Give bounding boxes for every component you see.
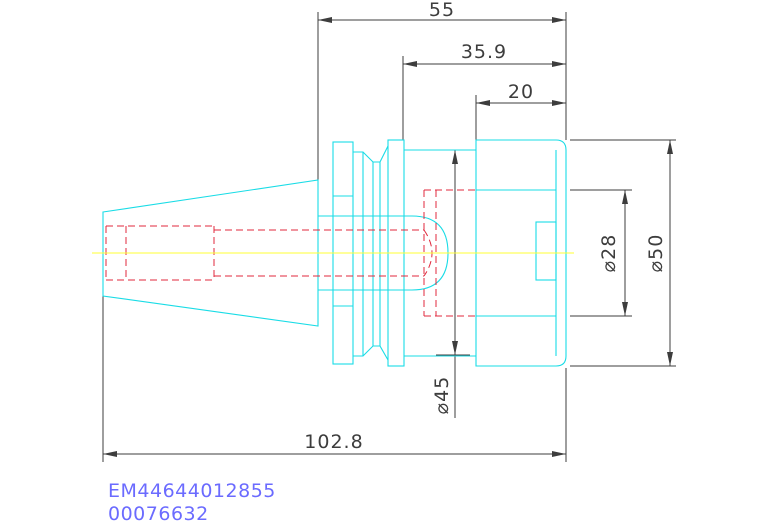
dimension-lines [102,12,676,462]
hidden-bore-lines [105,189,476,317]
dimension-55: 55 [429,0,455,21]
dimension-diameter-50: ⌀50 [645,234,667,273]
part-number: 00076632 [108,503,209,523]
dimension-diameter-28: ⌀28 [598,234,620,273]
dimension-35-9: 35.9 [461,41,507,63]
dimension-20: 20 [508,81,534,103]
part-code: EM44644012855 [108,480,276,502]
dimension-102-8: 102.8 [304,431,363,453]
dimension-diameter-45: ⌀45 [431,376,453,415]
